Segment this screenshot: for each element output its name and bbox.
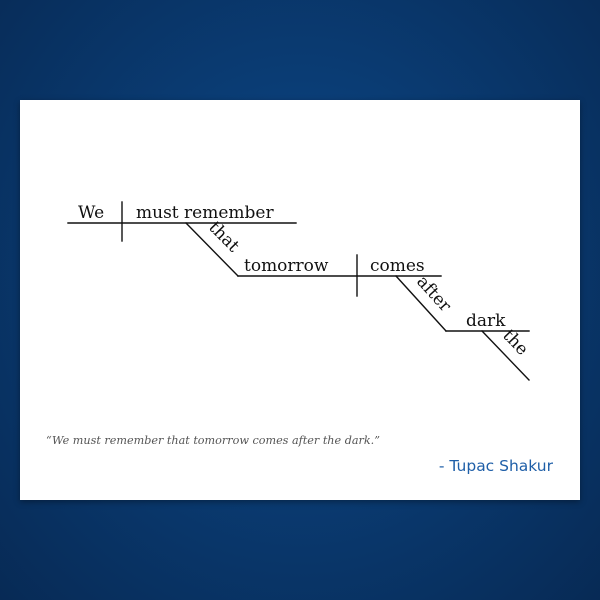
clause-subject-word: tomorrow — [244, 256, 329, 276]
clause-verb-word: comes — [370, 256, 425, 276]
verb-phrase-word: must remember — [136, 203, 274, 223]
preposition-word: after — [412, 272, 455, 317]
subject-word: We — [78, 203, 104, 223]
conjunction-slant — [185, 222, 239, 277]
preposition-slant — [395, 275, 447, 332]
object-word: dark — [466, 311, 506, 331]
quote-author: - Tupac Shakur — [438, 457, 553, 475]
quote-text: “We must remember that tomorrow comes af… — [46, 434, 380, 447]
article-slant — [481, 330, 530, 381]
quote-card: We must remember that tomorrow comes aft… — [20, 100, 580, 500]
sentence-diagram: We must remember that tomorrow comes aft… — [67, 201, 532, 381]
